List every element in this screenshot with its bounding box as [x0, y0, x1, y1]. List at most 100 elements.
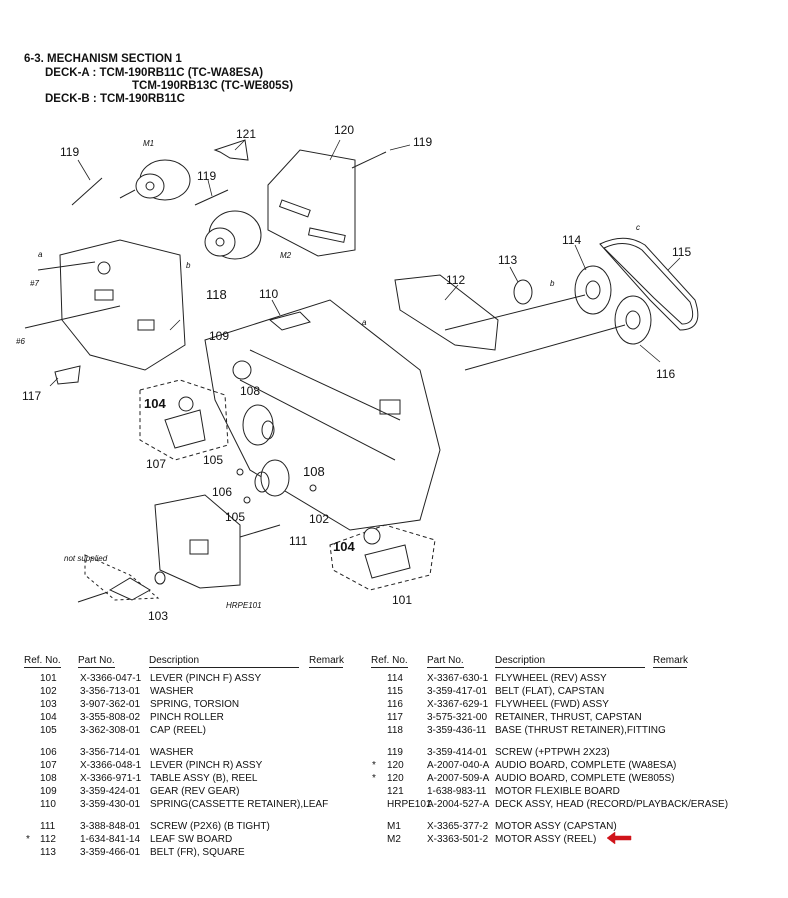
col-ref-right: Ref. No. — [371, 655, 408, 668]
spring-leaf-drawing — [268, 311, 311, 331]
row-part-no: X-3367-630-1 — [427, 673, 489, 684]
row-description: SPRING(CASSETTE RETAINER),LEAF — [150, 799, 329, 810]
row-part-no: 1-634-841-14 — [80, 834, 141, 845]
row-description: AUDIO BOARD, COMPLETE (WE805S) — [495, 773, 675, 784]
row-description: SPRING, TORSION — [150, 699, 240, 710]
row-part-no: 3-575-321-00 — [427, 712, 488, 723]
pinch-r-assy-outline — [139, 379, 229, 461]
row-part-no: 3-388-848-01 — [80, 821, 141, 832]
capstan-motor-drawing — [119, 159, 191, 201]
row-description: SCREW (P2X6) (B TIGHT) — [150, 821, 270, 832]
row-part-no: 3-907-362-01 — [80, 699, 141, 710]
row-description: LEVER (PINCH F) ASSY — [150, 673, 262, 684]
label-a-left: a — [38, 250, 43, 259]
row-part-no: 3-356-714-01 — [80, 747, 141, 758]
row-ref: 120 — [387, 760, 404, 771]
row-part-no: X-3366-048-1 — [80, 760, 142, 771]
row-description: WASHER — [150, 686, 194, 697]
row-ref: 107 — [40, 760, 57, 771]
row-ref: 116 — [387, 699, 403, 710]
flywheel-rev-drawing — [574, 265, 612, 315]
row-mark: * — [26, 834, 30, 845]
label-119-c: 119 — [197, 169, 216, 183]
row-description: TABLE ASSY (B), REEL — [150, 773, 258, 784]
screw-119-right-drawing — [351, 151, 387, 169]
row-mark: * — [372, 760, 376, 771]
pinch-f-assy-outline — [329, 524, 436, 591]
row-ref: M2 — [387, 834, 401, 845]
label-hash-6: #6 — [16, 337, 25, 346]
row-mark: * — [372, 773, 376, 784]
label-117: 117 — [22, 389, 41, 403]
row-ref: 105 — [40, 725, 57, 736]
leaf-sw-board-drawing — [394, 274, 499, 351]
label-116: 116 — [656, 367, 675, 381]
row-description: CAP (REEL) — [150, 725, 206, 736]
row-description: FLYWHEEL (FWD) ASSY — [495, 699, 609, 710]
row-description: FLYWHEEL (REV) ASSY — [495, 673, 607, 684]
label-118: 118 — [206, 287, 227, 302]
label-107: 107 — [146, 457, 166, 471]
col-remark-left: Remark — [309, 655, 345, 668]
screw-119-left-drawing — [71, 177, 103, 206]
screw-111-drawing — [239, 524, 281, 538]
row-description: AUDIO BOARD, COMPLETE (WA8ESA) — [495, 760, 677, 771]
row-ref: 112 — [40, 834, 56, 845]
label-108-b: 108 — [303, 464, 325, 479]
row-description: RETAINER, THRUST, CAPSTAN — [495, 712, 642, 723]
row-part-no: A-2004-527-A — [427, 799, 490, 810]
label-102: 102 — [309, 512, 329, 526]
row-part-no: 3-355-808-02 — [80, 712, 141, 723]
label-hash-7: #7 — [30, 279, 39, 288]
row-part-no: 1-638-983-11 — [427, 786, 487, 797]
row-part-no: A-2007-509-A — [427, 773, 490, 784]
col-desc-right: Description — [495, 655, 645, 668]
col-remark-right: Remark — [653, 655, 689, 668]
row-part-no: 3-359-417-01 — [427, 686, 488, 697]
deck-a-line-2: TCM-190RB13C (TC-WE805S) — [132, 80, 294, 92]
row-part-no: X-3366-047-1 — [80, 673, 142, 684]
label-m1: M1 — [143, 139, 154, 148]
row-part-no: X-3366-971-1 — [80, 773, 142, 784]
row-ref: 102 — [40, 686, 57, 697]
head-deck-drawing — [154, 494, 241, 589]
col-desc-left: Description — [149, 655, 299, 668]
row-description: LEVER (PINCH R) ASSY — [150, 760, 263, 771]
row-description: LEAF SW BOARD — [150, 834, 233, 845]
main-chassis-drawing — [204, 299, 441, 531]
row-ref: 113 — [40, 847, 56, 858]
exploded-view-diagram: 119 121 M1 120 119 119 M2 a b #7 118 114… — [16, 123, 699, 623]
row-ref: 109 — [40, 786, 57, 797]
label-b-left: b — [186, 261, 191, 270]
label-m2: M2 — [280, 251, 292, 260]
row-ref: 103 — [40, 699, 57, 710]
label-108-a: 108 — [240, 384, 260, 398]
label-106: 106 — [212, 485, 232, 499]
label-c: c — [636, 223, 640, 232]
row-part-no: 3-359-466-01 — [80, 847, 141, 858]
row-part-no: 3-359-424-01 — [80, 786, 141, 797]
row-ref: 101 — [40, 673, 57, 684]
label-111: 111 — [289, 534, 308, 548]
row-part-no: 3-359-414-01 — [427, 747, 488, 758]
row-ref: 120 — [387, 773, 404, 784]
col-part-left: Part No. — [78, 655, 115, 668]
label-b-right: b — [550, 279, 555, 288]
rev-gear-drawing — [232, 360, 252, 380]
thrust-retainer-drawing — [54, 365, 81, 385]
row-description: BELT (FLAT), CAPSTAN — [495, 686, 605, 697]
flywheel-fwd-drawing — [614, 295, 652, 345]
torsion-spring-drawing — [154, 571, 166, 585]
col-ref-left: Ref. No. — [24, 655, 61, 668]
row-description: MOTOR ASSY (CAPSTAN) — [495, 821, 617, 832]
row-description: DECK ASSY, HEAD (RECORD/PLAYBACK/ERASE) — [495, 799, 729, 810]
not-supplied-outline — [84, 554, 160, 601]
label-121: 121 — [236, 127, 256, 141]
screw-119-mid-drawing — [194, 189, 229, 206]
label-104-a: 104 — [144, 396, 166, 411]
square-belt-drawing — [513, 279, 533, 305]
screw-7-drawing — [37, 261, 96, 271]
row-part-no: 3-362-308-01 — [80, 725, 141, 736]
deck-a-line-1: DECK-A : TCM-190RB11C (TC-WA8ESA) — [45, 67, 264, 79]
label-a-right: a — [362, 318, 367, 327]
